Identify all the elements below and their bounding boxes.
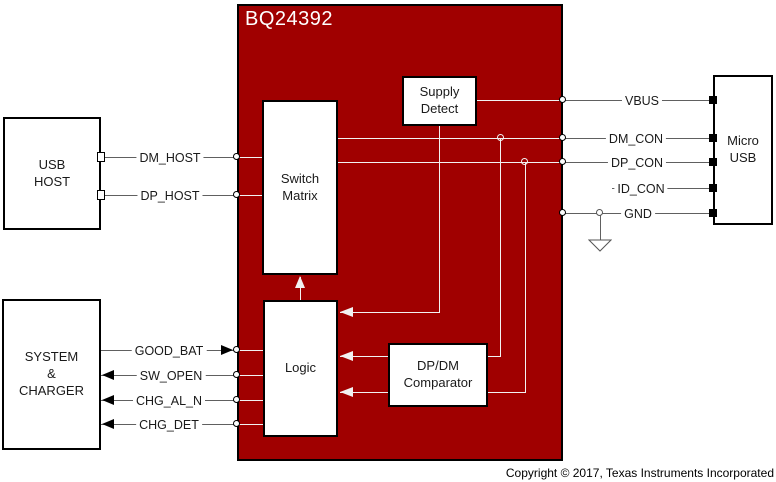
usb-host-label-line2: HOST (33, 173, 71, 189)
micro-usb-dm-con-terminal (709, 134, 717, 142)
chip-title: BQ24392 (245, 8, 334, 30)
wire-dp-host-in (239, 195, 263, 196)
ground-symbol-icon (588, 239, 612, 252)
signal-label-good-bat: GOOD_BAT (131, 344, 207, 358)
pin-chg-det-terminal (233, 420, 240, 427)
arrow-logic-to-switch-icon (295, 276, 305, 288)
wire-comparator-to-logic-1 (340, 356, 388, 357)
pin-chg-al-n-terminal (233, 396, 240, 403)
micro-usb-label-line1: Micro (727, 133, 759, 149)
wire-chg-det-in (239, 424, 264, 425)
signal-label-sw-open: SW_OPEN (136, 369, 206, 383)
junction-dm-tap (497, 134, 504, 141)
micro-usb-id-con-terminal (709, 184, 717, 192)
arrow-good-bat-into-chip-icon (221, 345, 233, 355)
pin-gnd-terminal (559, 209, 566, 216)
switch-matrix-block: Switch Matrix (262, 100, 338, 275)
wire-logic-to-switch (300, 277, 301, 300)
wire-dp-tap-to-comparator (488, 392, 526, 393)
usb-host-label-line1: USB (38, 156, 66, 172)
junction-gnd (596, 209, 603, 216)
supply-detect-label-line1: Supply (419, 84, 460, 100)
dpdm-comparator-label-line2: Comparator (403, 375, 473, 390)
micro-usb-vbus-terminal (709, 96, 717, 104)
micro-usb-dp-con-terminal (709, 158, 717, 166)
arrow-comparator-to-logic-1-icon (340, 351, 353, 361)
arrow-supply-to-logic-icon (340, 307, 353, 317)
pin-sw-open-terminal (233, 371, 240, 378)
signal-label-id-con: ID_CON (614, 182, 668, 196)
wire-chg-al-n-in (239, 400, 264, 401)
copyright-text: Copyright © 2017, Texas Instruments Inco… (505, 466, 774, 480)
system-charger-label-line3: CHARGER (18, 382, 84, 398)
arrow-chg-al-n-out-icon (102, 395, 114, 405)
system-charger-label-line1: SYSTEM (24, 349, 79, 365)
wire-dp-con-in (337, 162, 563, 163)
micro-usb-gnd-terminal (709, 209, 717, 217)
dpdm-comparator-label-line1: DP/DM (417, 358, 459, 374)
pin-dp-host-terminal (233, 191, 240, 198)
switch-matrix-label-line1: Switch (280, 170, 320, 186)
pin-vbus-terminal (559, 96, 566, 103)
usb-host-dp-terminal (97, 190, 105, 200)
wire-gnd-drop (600, 214, 601, 240)
supply-detect-block: Supply Detect (402, 76, 477, 126)
signal-label-dp-con: DP_CON (607, 156, 667, 170)
wire-vbus-in (477, 100, 563, 101)
signal-label-chg-al-n: CHG_AL_N (133, 394, 205, 408)
logic-label: Logic (284, 360, 317, 376)
micro-usb-block: Micro USB (713, 75, 773, 225)
wire-dm-tap-to-comparator (488, 356, 501, 357)
wire-good-bat-in (239, 350, 264, 351)
pin-dm-host-terminal (233, 153, 240, 160)
arrow-chg-det-out-icon (102, 419, 114, 429)
system-charger-label-line2: & (47, 366, 56, 382)
signal-label-vbus: VBUS (621, 94, 663, 108)
signal-label-gnd: GND (621, 207, 655, 221)
signal-label-dp-host: DP_HOST (137, 189, 203, 203)
logic-block: Logic (263, 300, 338, 437)
supply-detect-label-line2: Detect (420, 101, 459, 116)
usb-host-dm-terminal (97, 152, 105, 162)
dpdm-comparator-block: DP/DM Comparator (388, 343, 488, 407)
pin-dp-con-terminal (559, 158, 566, 165)
junction-dp-tap (521, 158, 528, 165)
wire-dm-con-in (337, 138, 563, 139)
usb-host-block: USB HOST (3, 117, 101, 230)
arrow-comparator-to-logic-2-icon (340, 387, 353, 397)
signal-label-dm-con: DM_CON (605, 132, 667, 146)
wire-supply-to-logic (340, 312, 440, 313)
wire-dm-tap-drop (500, 138, 501, 356)
wire-dm-host-in (239, 157, 263, 158)
micro-usb-label-line2: USB (729, 150, 757, 165)
pin-good-bat-terminal (233, 346, 240, 353)
wire-dp-tap-drop (525, 162, 526, 392)
switch-matrix-label-line2: Matrix (282, 187, 318, 203)
wire-sw-open-in (239, 375, 264, 376)
pin-dm-con-terminal (559, 134, 566, 141)
arrow-sw-open-out-icon (102, 370, 114, 380)
signal-label-dm-host: DM_HOST (136, 151, 204, 165)
system-charger-block: SYSTEM & CHARGER (2, 299, 101, 450)
signal-label-chg-det: CHG_DET (136, 418, 202, 432)
wire-supply-detect-drop (439, 126, 440, 312)
wire-comparator-to-logic-2 (340, 392, 388, 393)
